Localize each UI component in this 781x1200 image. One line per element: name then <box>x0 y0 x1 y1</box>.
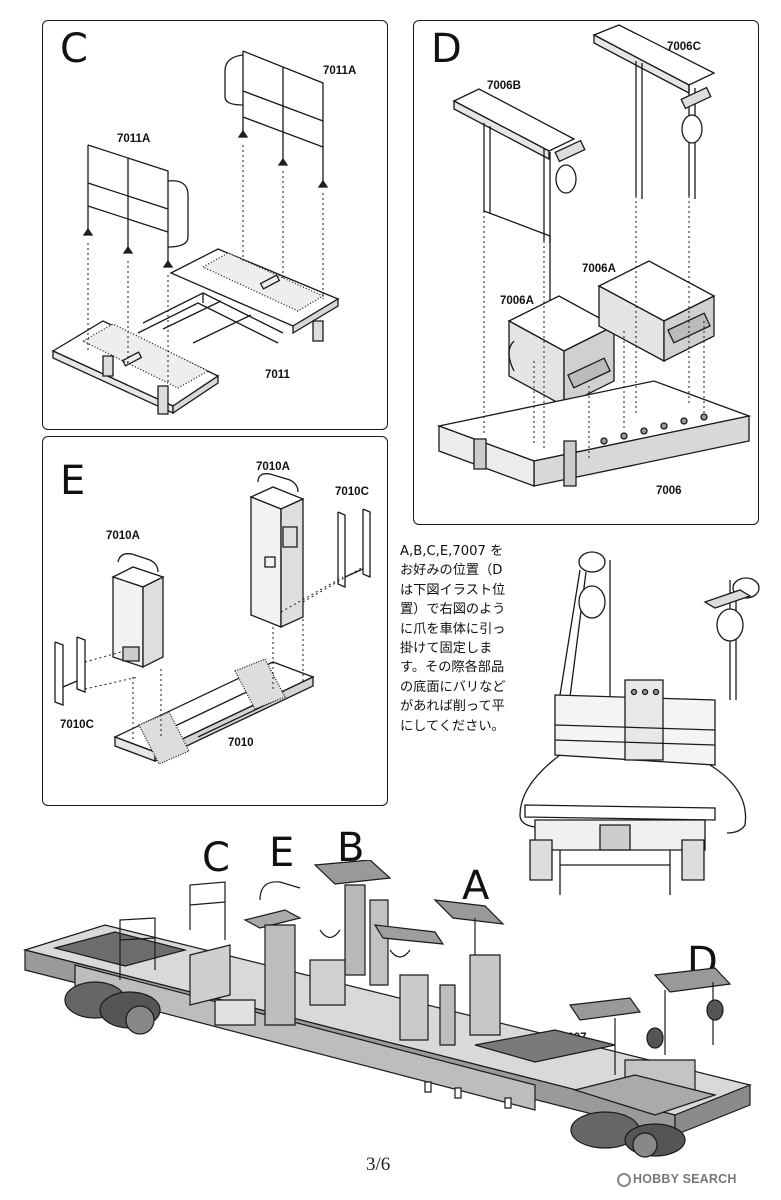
panel-d: D <box>413 20 759 525</box>
note-line: にしてください。 <box>400 718 505 734</box>
panel-c-letter: C <box>60 26 88 72</box>
panel-c-illustration <box>43 21 389 431</box>
part-label-7010a-left: 7010A <box>106 530 140 542</box>
note-line: す。その際各部品 <box>400 660 505 676</box>
part-label-7006b: 7006B <box>487 80 521 92</box>
panel-e-illustration <box>43 437 389 807</box>
panel-e-letter: E <box>60 458 86 504</box>
note-line: に爪を車体に引っ <box>400 621 506 637</box>
note-line: お好みの位置（D <box>400 563 503 579</box>
panel-d-illustration <box>414 21 760 526</box>
watermark: HOBBY SEARCH <box>617 1172 737 1187</box>
panel-e: E <box>42 436 388 806</box>
note-line: の底面にバリなど <box>400 679 506 695</box>
car-label-a: A <box>462 863 490 909</box>
part-label-7011: 7011 <box>265 369 290 381</box>
part-label-7010c-left: 7010C <box>60 719 94 731</box>
note-line: A,B,C,E,7007 を <box>400 544 504 559</box>
car-label-c: C <box>202 835 230 881</box>
part-label-7011a-right: 7011A <box>323 65 357 77</box>
note-line: は下図イラスト位 <box>400 582 506 598</box>
part-label-7006c: 7006C <box>667 41 701 53</box>
watermark-text: HOBBY SEARCH <box>633 1172 737 1186</box>
freight-car-illustration <box>15 860 775 1160</box>
part-label-7006a-right: 7006A <box>582 263 616 275</box>
note-line: 置）で右図のよう <box>400 602 506 618</box>
assembly-note: A,B,C,E,7007 を お好みの位置（D は下図イラスト位 置）で右図のよ… <box>400 542 550 736</box>
note-line: 掛けて固定しま <box>400 641 493 657</box>
note-line: があれば削って平 <box>400 699 505 715</box>
part-label-7010a-right: 7010A <box>256 461 290 473</box>
claw-detail-illustration <box>500 540 770 910</box>
panel-d-letter: D <box>431 26 462 72</box>
hobby-search-logo-icon <box>617 1173 631 1187</box>
page-number: 3/6 <box>366 1154 391 1175</box>
part-label-7006a-left: 7006A <box>500 295 534 307</box>
car-label-e: E <box>269 830 295 876</box>
part-label-7011a-left: 7011A <box>117 133 151 145</box>
panel-c: C <box>42 20 388 430</box>
part-label-7010: 7010 <box>228 737 254 749</box>
part-label-7010c-right: 7010C <box>335 486 369 498</box>
part-label-7006: 7006 <box>656 485 682 497</box>
